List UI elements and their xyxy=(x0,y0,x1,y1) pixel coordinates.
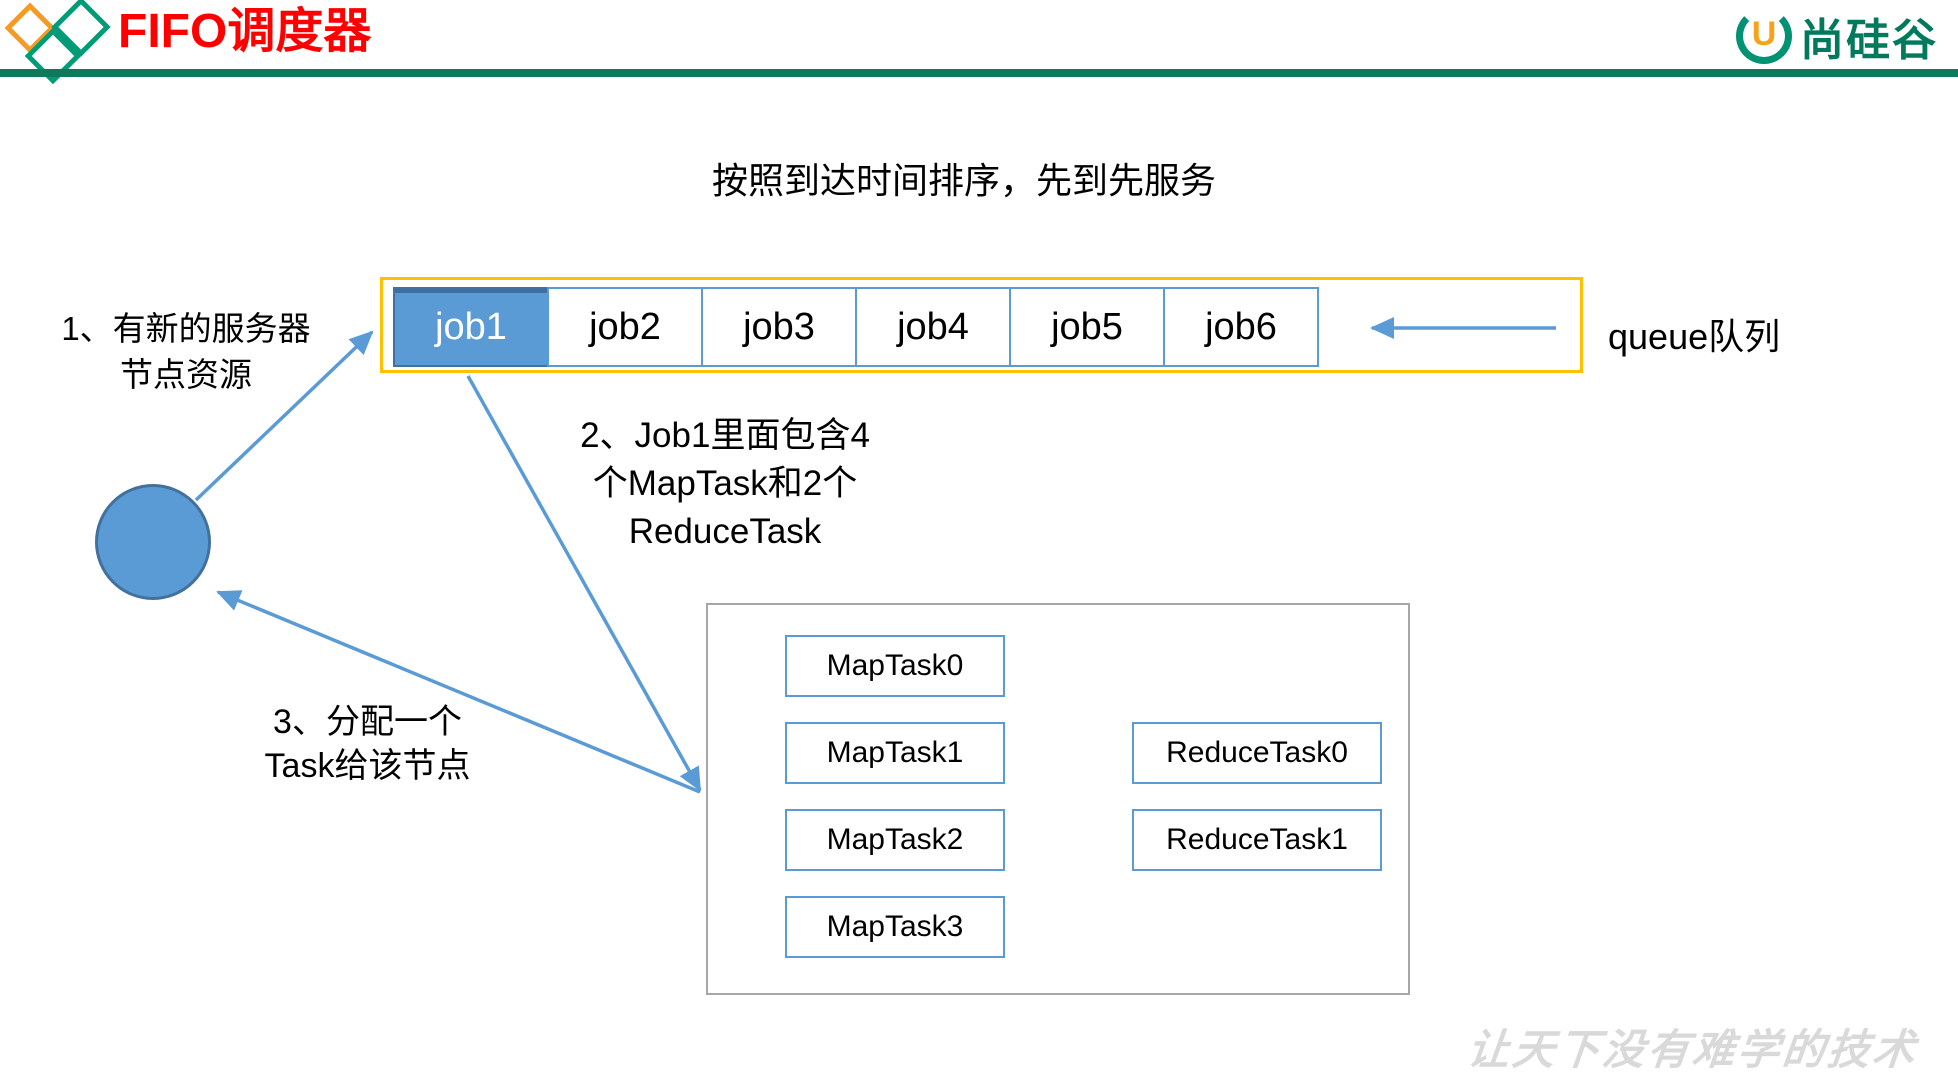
reducetask0-box: ReduceTask0 xyxy=(1132,722,1382,784)
step1-line2: 节点资源 xyxy=(120,356,252,393)
step2-line2: 个MapTask和2个 xyxy=(592,464,858,503)
brand-u-letter: U xyxy=(1751,15,1777,53)
step3-line2: Task给该节点 xyxy=(264,747,471,785)
job-cell-job1: job1 xyxy=(393,287,549,367)
step2-note: 2、Job1里面包含4 个MapTask和2个 ReduceTask xyxy=(540,412,910,556)
maptask1-box: MapTask1 xyxy=(785,722,1005,784)
job-cell-job4: job4 xyxy=(855,287,1011,367)
job-cell-job6: job6 xyxy=(1163,287,1319,367)
jobs-row: job1 job2 job3 job4 job5 job6 xyxy=(393,287,1319,367)
maptask2-box: MapTask2 xyxy=(785,809,1005,871)
queue-label: queue队列 xyxy=(1608,316,1781,357)
shangguigu-logo: U 尚硅谷 xyxy=(1736,4,1938,68)
maptask0-box: MapTask0 xyxy=(785,635,1005,697)
page-title: FIFO调度器 xyxy=(118,5,372,58)
step3-line1: 3、分配一个 xyxy=(273,703,462,741)
brand-name: 尚硅谷 xyxy=(1800,16,1938,65)
header-divider xyxy=(0,69,1958,77)
step2-line1: 2、Job1里面包含4 xyxy=(580,416,870,455)
server-node-circle xyxy=(95,484,211,600)
brand-u-ring-icon: U xyxy=(1736,8,1792,64)
job-cell-job5: job5 xyxy=(1009,287,1165,367)
maptask3-box: MapTask3 xyxy=(785,896,1005,958)
reducetask1-box: ReduceTask1 xyxy=(1132,809,1382,871)
watermark-slogan: 让天下没有难学的技术 xyxy=(1465,1025,1921,1074)
job1-task-panel: MapTask0 MapTask1 MapTask2 MapTask3 Redu… xyxy=(706,603,1410,995)
job-cell-job2: job2 xyxy=(547,287,703,367)
step1-line1: 1、有新的服务器 xyxy=(61,310,311,347)
job-queue-container: job1 job2 job3 job4 job5 job6 xyxy=(380,277,1583,373)
slide-subtitle: 按照到达时间排序，先到先服务 xyxy=(711,160,1216,201)
step2-line3: ReduceTask xyxy=(628,512,822,551)
step3-note: 3、分配一个 Task给该节点 xyxy=(225,700,510,788)
job-cell-job3: job3 xyxy=(701,287,857,367)
step1-note: 1、有新的服务器 节点资源 xyxy=(28,306,344,398)
